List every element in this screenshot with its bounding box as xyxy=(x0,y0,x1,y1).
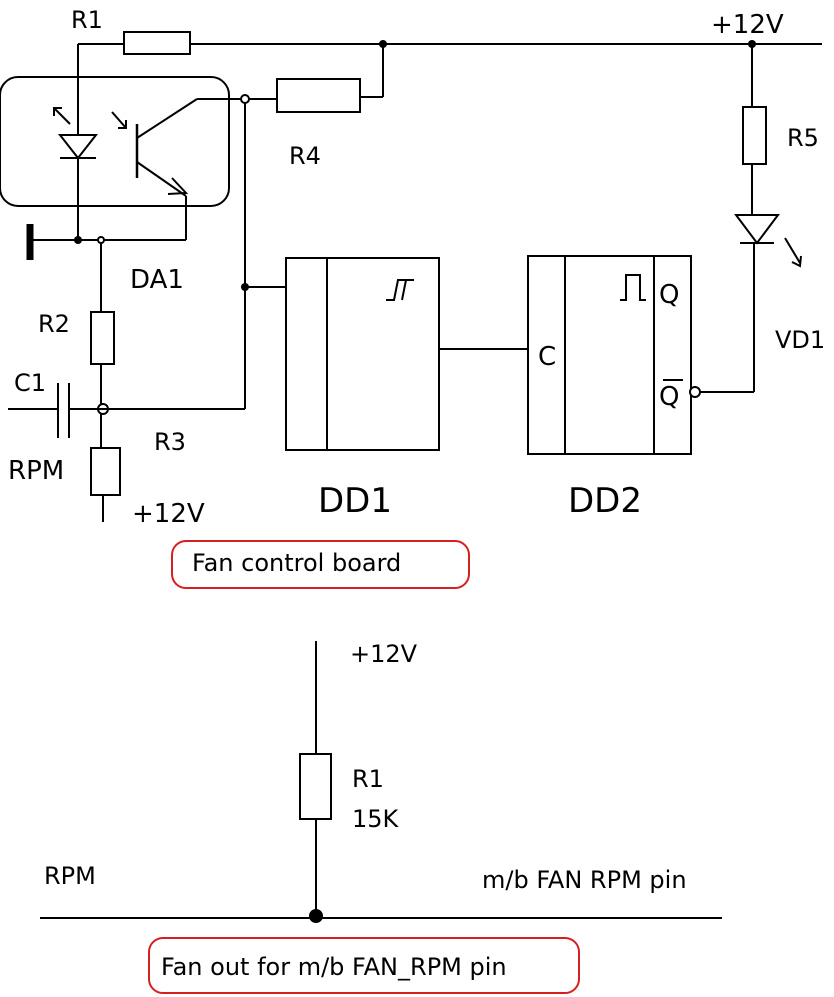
dd2-pulse-icon xyxy=(620,274,646,301)
ic-dd2 xyxy=(527,255,692,455)
label-r4: R4 xyxy=(289,142,321,170)
label-r2: R2 xyxy=(38,310,70,338)
fan-control-board-schematic: R1 R4 R5 DA1 R2 C1 R3 RPM +12V +12V VD1 … xyxy=(0,6,825,589)
opto-light-arrowhead-1 xyxy=(53,107,62,116)
led-vd1-light-arrowhead xyxy=(791,255,802,268)
callout-fan-out xyxy=(148,937,580,994)
label-dd1: DD1 xyxy=(318,481,392,521)
label-r1: R1 xyxy=(71,6,103,34)
label-12v-left: +12V xyxy=(132,499,205,529)
label-bottom-r1-value: 15K xyxy=(352,805,400,833)
callout-fan-control-board-text: Fan control board xyxy=(192,549,401,577)
ic-dd1 xyxy=(285,257,440,451)
junction-r4-collector xyxy=(240,94,250,104)
fan-out-schematic: +12V R1 15K RPM m/b FAN RPM pin Fan out … xyxy=(40,640,722,994)
opto-transistor-arrow xyxy=(167,177,189,195)
label-r5: R5 xyxy=(787,124,819,152)
label-dd2-c: C xyxy=(538,342,556,372)
label-r3: R3 xyxy=(154,428,186,456)
opto-transistor-collector xyxy=(136,98,198,139)
led-vd1-light-arrow xyxy=(784,237,801,264)
label-bottom-r1: R1 xyxy=(352,765,384,793)
callout-fan-out-text: Fan out for m/b FAN_RPM pin xyxy=(161,953,507,981)
junction-rpm-node xyxy=(309,909,323,923)
resistor-r4 xyxy=(276,78,361,113)
label-dd2-q: Q xyxy=(659,280,679,310)
label-rpm: RPM xyxy=(8,456,64,486)
opto-light-arrow-1 xyxy=(53,107,71,125)
junction-ground xyxy=(74,236,82,244)
dd1-schmitt-icon xyxy=(386,279,414,301)
label-dd2-qn: Q xyxy=(659,382,679,412)
led-vd1-diode xyxy=(734,214,780,245)
label-vd1: VD1 xyxy=(775,326,825,354)
label-12v-top: +12V xyxy=(711,10,784,40)
resistor-r1-15k xyxy=(299,753,332,820)
junction-r2-top xyxy=(97,236,105,244)
resistor-r5 xyxy=(742,106,767,165)
opto-led-diode xyxy=(57,134,99,160)
opto-light-arrowhead-2 xyxy=(118,120,127,129)
label-bottom-pin: m/b FAN RPM pin xyxy=(482,866,687,894)
opto-transistor-emitter xyxy=(136,161,187,197)
label-da1: DA1 xyxy=(130,265,184,295)
label-c1: C1 xyxy=(14,369,46,397)
label-bottom-12v: +12V xyxy=(350,640,418,668)
opto-light-arrow-2 xyxy=(111,111,127,129)
dd2-qn-bubble xyxy=(689,386,701,398)
resistor-r3 xyxy=(90,447,121,496)
label-dd2: DD2 xyxy=(568,481,642,521)
resistor-r1 xyxy=(123,31,191,55)
resistor-r2 xyxy=(90,311,115,365)
optocoupler-da1-package xyxy=(0,76,230,207)
label-bottom-rpm: RPM xyxy=(44,862,96,890)
callout-fan-control-board xyxy=(171,540,470,589)
